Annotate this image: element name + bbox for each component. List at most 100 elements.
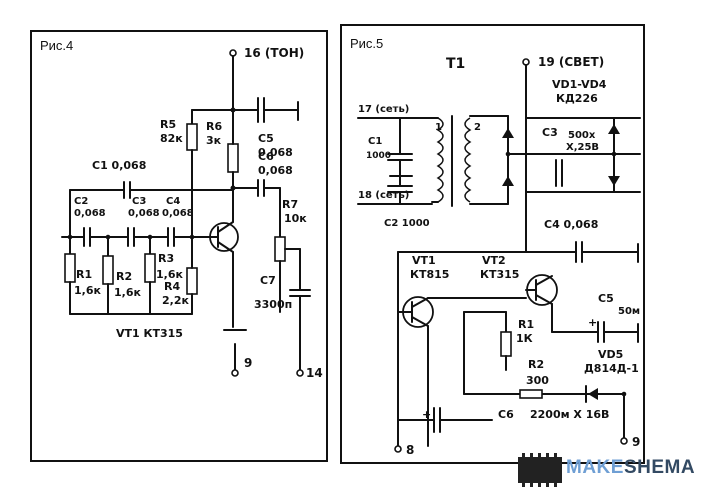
transformer-primary: [436, 117, 444, 203]
vt2-collector: [535, 275, 553, 286]
label-r6-value: 3к: [206, 134, 222, 147]
label-t8: 8: [406, 443, 414, 457]
label-out-svet: 19 (СВЕТ): [538, 55, 604, 69]
label-c3: C3: [132, 196, 146, 207]
resistor-r1: [64, 253, 76, 283]
label-c6: C6: [258, 150, 274, 163]
label-r1-value: 1К: [516, 332, 533, 345]
label-r1: R1: [518, 318, 534, 331]
figure-4-panel: Рис.4 16 (ТОН) C5 0,068 R5 82к R6 3к C6 …: [30, 30, 328, 462]
c5-plus: +: [588, 316, 597, 329]
resistor-r2: [102, 255, 114, 285]
transformer-secondary: [464, 117, 472, 203]
label-c6-value: 0,068: [258, 164, 293, 177]
label-c1-value: 1000: [366, 151, 391, 161]
diode-vd1: [502, 128, 514, 138]
label-winding-2: 2: [474, 122, 481, 133]
label-in17: 17 (сеть): [358, 104, 409, 115]
label-t9: 9: [244, 356, 252, 370]
terminal-14: [296, 369, 304, 377]
label-c7-value: 3300п: [254, 298, 292, 311]
label-t9: 9: [632, 435, 640, 449]
junction: [611, 151, 617, 157]
terminal-9: [620, 437, 628, 445]
label-c3: C3: [542, 126, 558, 139]
label-c6: C6: [498, 408, 514, 421]
watermark-suffix: SHEMA: [623, 457, 696, 478]
watermark-chip-icon: [518, 457, 562, 483]
label-r4: R4: [164, 280, 180, 293]
resistor-r2: [519, 389, 543, 399]
label-r6: R6: [206, 120, 222, 133]
resistor-r1: [500, 331, 512, 357]
vt2-emitter: [535, 294, 553, 305]
label-t1: T1: [446, 56, 465, 72]
resistor-r7: [274, 236, 286, 262]
label-vd: VD1-VD4: [552, 78, 607, 91]
label-c5-value: 0,068: [258, 146, 293, 159]
label-c6-value: 2200м Х 16В: [530, 408, 609, 421]
label-vt2-value: КТ315: [480, 268, 519, 281]
junction: [621, 391, 627, 397]
label-r2: R2: [116, 270, 132, 283]
label-vt1: VT1 КТ315: [116, 327, 183, 340]
label-r5-value: 82к: [160, 132, 183, 145]
label-vd-value: КД226: [556, 92, 598, 105]
vt1-collector: [217, 221, 234, 233]
label-r3-value: 1,6к: [156, 268, 183, 281]
figure-4-title: Рис.4: [40, 38, 74, 53]
vt1-emitter: [217, 241, 234, 253]
watermark-logo: [518, 453, 562, 487]
label-r1-value: 1,6к: [74, 284, 101, 297]
label-c2: C2: [74, 196, 88, 207]
label-r3: R3: [158, 252, 174, 265]
junction: [505, 151, 511, 157]
label-r7: R7: [282, 198, 298, 211]
label-c5: C5: [598, 292, 614, 305]
figure-5-schematic: T1 19 (СВЕТ) 17 (сеть) 18 (сеть) C1 1000…: [357, 55, 641, 457]
label-c4-value: 0,068: [162, 208, 194, 219]
watermark-text: MAKESHEMA: [566, 457, 695, 479]
label-vd5: VD5: [598, 348, 623, 361]
label-c1: C1: [368, 136, 382, 147]
figure-5-panel: Рис.5 T1 19 (СВЕТ) 17 (сеть) 18 (сеть) C…: [340, 24, 645, 464]
label-c4: C4 0,068: [544, 218, 598, 231]
label-r2: R2: [528, 358, 544, 371]
label-c1: C1 0,068: [92, 159, 146, 172]
resistor-r6: [227, 143, 239, 173]
label-c4: C4: [166, 196, 180, 207]
label-vt2: VT2: [482, 254, 506, 267]
label-vd5-value: Д814Д-1: [584, 362, 639, 375]
vt1-collector: [411, 297, 429, 308]
figure-4-schematic: 16 (ТОН) C5 0,068 R5 82к R6 3к C6 0,068 …: [61, 46, 323, 380]
c6-plus: +: [422, 408, 431, 421]
label-r1: R1: [76, 268, 92, 281]
terminal-9: [231, 369, 239, 377]
label-vt1-value: КТ815: [410, 268, 449, 281]
label-c5: C5: [258, 132, 274, 145]
label-vt1: VT1: [412, 254, 436, 267]
label-c2-value: 0,068: [74, 208, 106, 219]
diode-vd2: [502, 176, 514, 186]
watermark-prefix: MAKE: [566, 457, 624, 478]
label-c5-value: 50м: [618, 306, 640, 317]
resistor-r5: [186, 123, 198, 151]
label-c7: C7: [260, 274, 276, 287]
zener-vd5: [588, 388, 598, 400]
label-winding-1: 1: [435, 122, 442, 133]
label-r4-value: 2,2к: [162, 294, 189, 307]
figure-5-title: Рис.5: [350, 36, 384, 51]
label-c3-value: 0,068: [128, 208, 160, 219]
vt1-emitter: [411, 316, 429, 327]
label-c3-value-2: Х,25В: [566, 142, 599, 153]
label-r2-value: 300: [526, 374, 549, 387]
label-out-ton: 16 (ТОН): [244, 46, 304, 60]
label-c3-value: 500х: [568, 130, 596, 141]
label-r7-value: 10к: [284, 212, 307, 225]
terminal-8: [394, 445, 402, 453]
resistor-r4: [186, 267, 198, 295]
resistor-r3: [144, 253, 156, 283]
label-c2: C2 1000: [384, 218, 430, 229]
label-r2-value: 1,6к: [114, 286, 141, 299]
label-r5: R5: [160, 118, 176, 131]
